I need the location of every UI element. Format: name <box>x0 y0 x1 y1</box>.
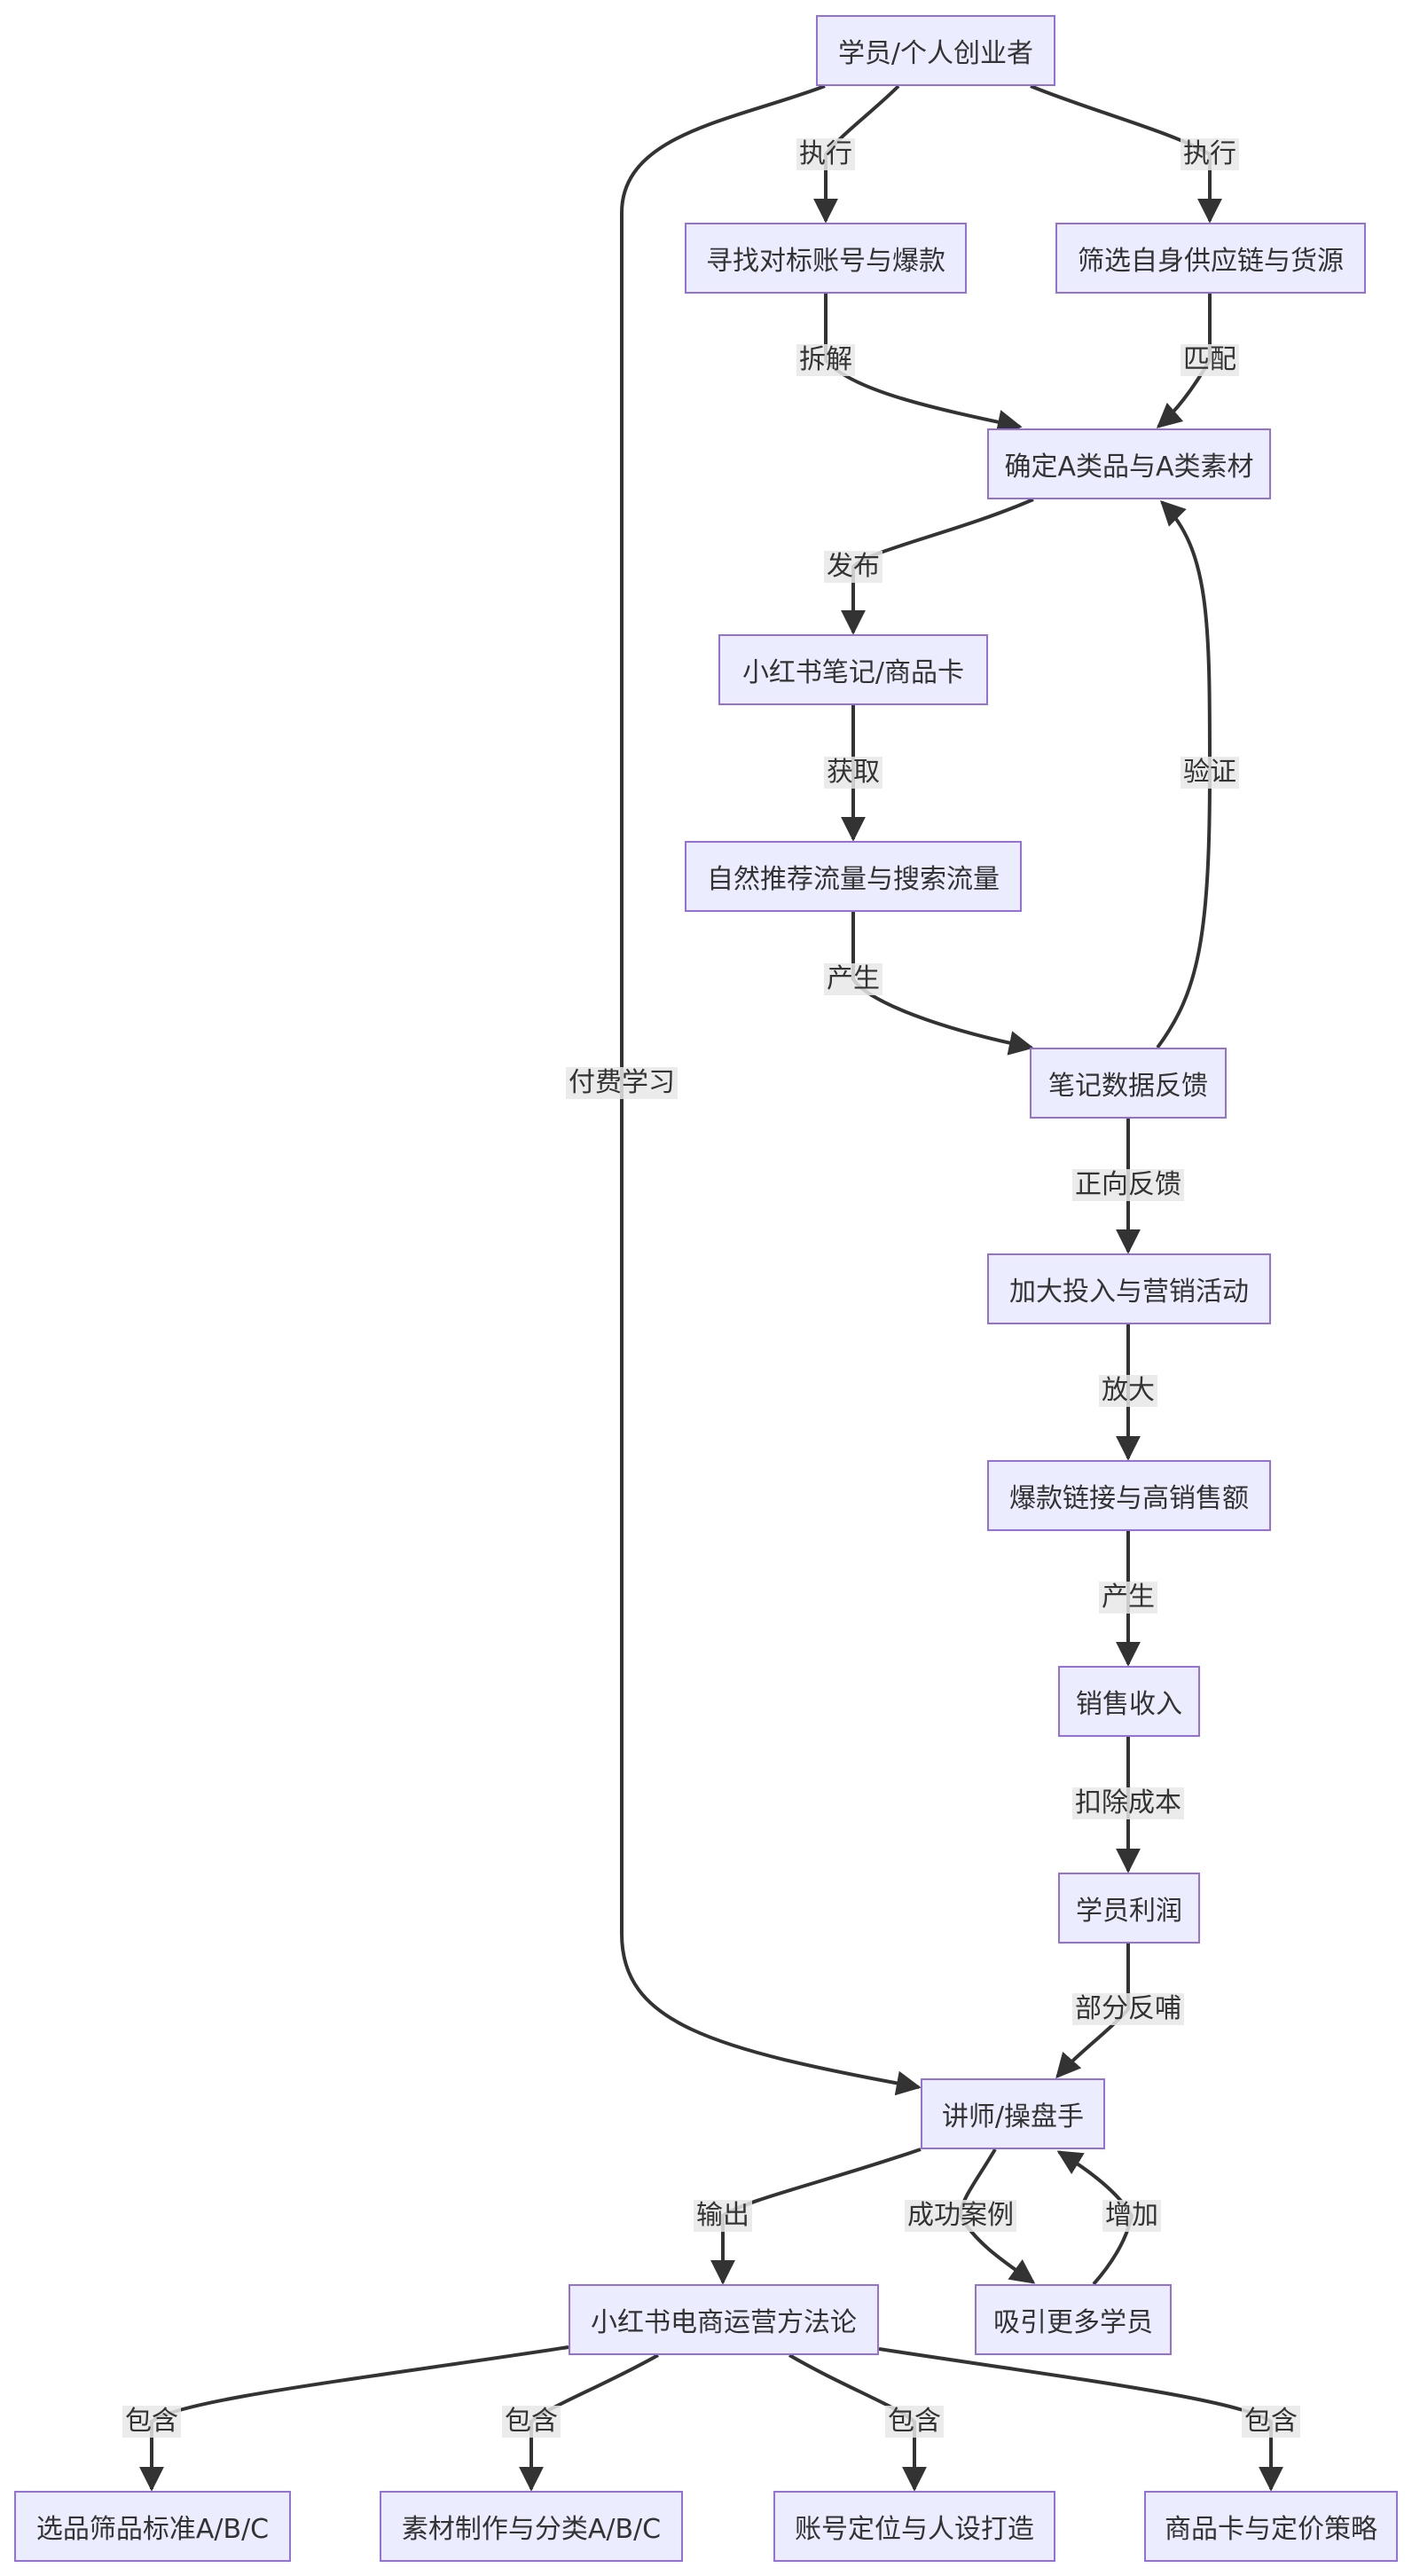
edge-label-include-3: 包含 <box>885 2406 944 2438</box>
node-methodology: 小红书电商运营方法论 <box>569 2284 879 2355</box>
edge-label-verify: 验证 <box>1181 757 1239 789</box>
edge-label-produce-2: 产生 <box>1099 1582 1157 1614</box>
edge-include-1 <box>139 2345 569 2492</box>
edge-label-include-2: 包含 <box>502 2406 561 2438</box>
edge-label-acquire: 获取 <box>824 757 882 789</box>
node-material-making: 素材制作与分类A/B/C <box>380 2491 683 2562</box>
edge-include-4 <box>878 2347 1283 2492</box>
node-attract-students: 吸引更多学员 <box>975 2284 1172 2355</box>
edge-label-include-4: 包含 <box>1242 2406 1300 2438</box>
node-account-position: 账号定位与人设打造 <box>773 2491 1055 2562</box>
node-lecturer: 讲师/操盘手 <box>921 2078 1105 2149</box>
node-screen-supply: 筛选自身供应链与货源 <box>1055 223 1366 294</box>
edge-label-deduct-cost: 扣除成本 <box>1072 1787 1184 1819</box>
node-find-benchmark: 寻找对标账号与爆款 <box>685 223 967 294</box>
node-hot-link: 爆款链接与高销售额 <box>987 1460 1271 1531</box>
edge-label-produce-1: 产生 <box>824 963 882 995</box>
edge-output <box>710 2148 922 2285</box>
node-student-profit: 学员利润 <box>1058 1873 1200 1944</box>
edge-label-execute-1: 执行 <box>796 138 855 170</box>
node-product-card: 商品卡与定价策略 <box>1144 2491 1398 2562</box>
edge-label-include-1: 包含 <box>122 2406 181 2438</box>
edge-label-publish: 发布 <box>824 551 882 583</box>
edge-label-match: 匹配 <box>1181 344 1239 376</box>
node-traffic: 自然推荐流量与搜索流量 <box>685 841 1022 912</box>
node-sales-revenue: 销售收入 <box>1058 1666 1200 1737</box>
node-confirm-a: 确定A类品与A类素材 <box>987 428 1271 499</box>
edge-label-paid-learning: 付费学习 <box>566 1067 678 1099</box>
edge-label-increase: 增加 <box>1102 2200 1161 2232</box>
node-student: 学员/个人创业者 <box>816 15 1055 86</box>
edge-label-positive-feedback: 正向反馈 <box>1072 1169 1184 1201</box>
edge-label-execute-2: 执行 <box>1181 138 1239 170</box>
edge-label-amplify: 放大 <box>1099 1375 1157 1407</box>
node-increase-invest: 加大投入与营销活动 <box>987 1253 1271 1324</box>
node-xhs-note: 小红书笔记/商品卡 <box>718 634 988 705</box>
node-note-feedback: 笔记数据反馈 <box>1030 1048 1227 1119</box>
node-selection-standard: 选品筛品标准A/B/C <box>14 2491 291 2562</box>
edge-label-disassemble: 拆解 <box>796 344 855 376</box>
edge-paid-learning <box>620 84 922 2096</box>
edge-label-partial-return: 部分反哺 <box>1072 1993 1184 2025</box>
edge-label-success-case: 成功案例 <box>905 2200 1016 2232</box>
edge-label-output: 输出 <box>694 2200 752 2232</box>
